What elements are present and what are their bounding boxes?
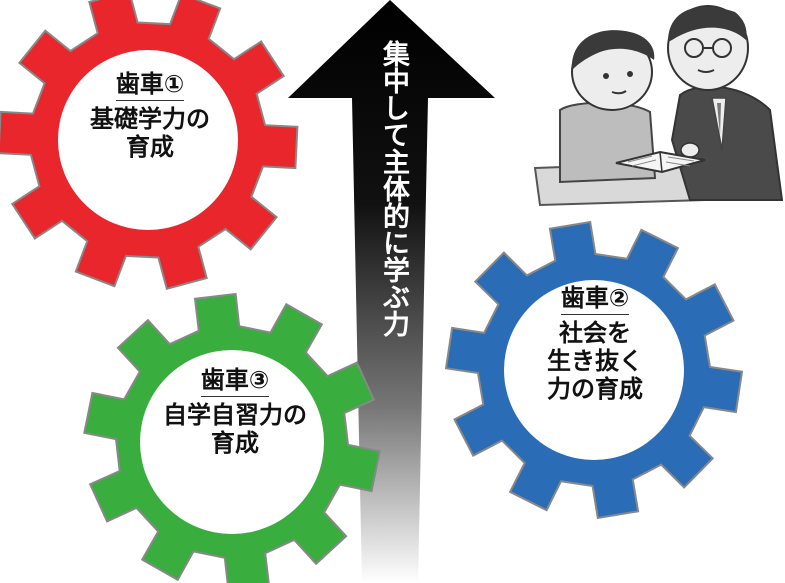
gear-3-text: 自学自習力の 育成 (163, 401, 307, 457)
gear3-center-circle (140, 350, 324, 534)
upward-arrow (288, 0, 495, 583)
gear-2-label: 歯車② 社会を 生き抜く 力の育成 (500, 284, 690, 403)
arrow-label: 集中して主体的に学ぶ力 (378, 40, 409, 337)
gear-1-label: 歯車① 基礎学力の 育成 (50, 70, 250, 161)
gear-3-title: 歯車③ (200, 366, 270, 397)
gear2-center-circle (504, 280, 684, 460)
gear1-center-circle (58, 50, 238, 230)
gear-2-text: 社会を 生き抜く 力の育成 (547, 319, 643, 403)
gear-3-green (83, 292, 381, 583)
gear-1-red (0, 0, 299, 291)
gear-1-text: 基礎学力の 育成 (90, 105, 210, 161)
gear-2-title: 歯車② (560, 284, 630, 315)
gear-1-title: 歯車① (115, 70, 185, 101)
gear-3-label: 歯車③ 自学自習力の 育成 (120, 366, 350, 457)
teacher-student-illustration (533, 5, 784, 207)
gear-2-blue (444, 220, 744, 520)
